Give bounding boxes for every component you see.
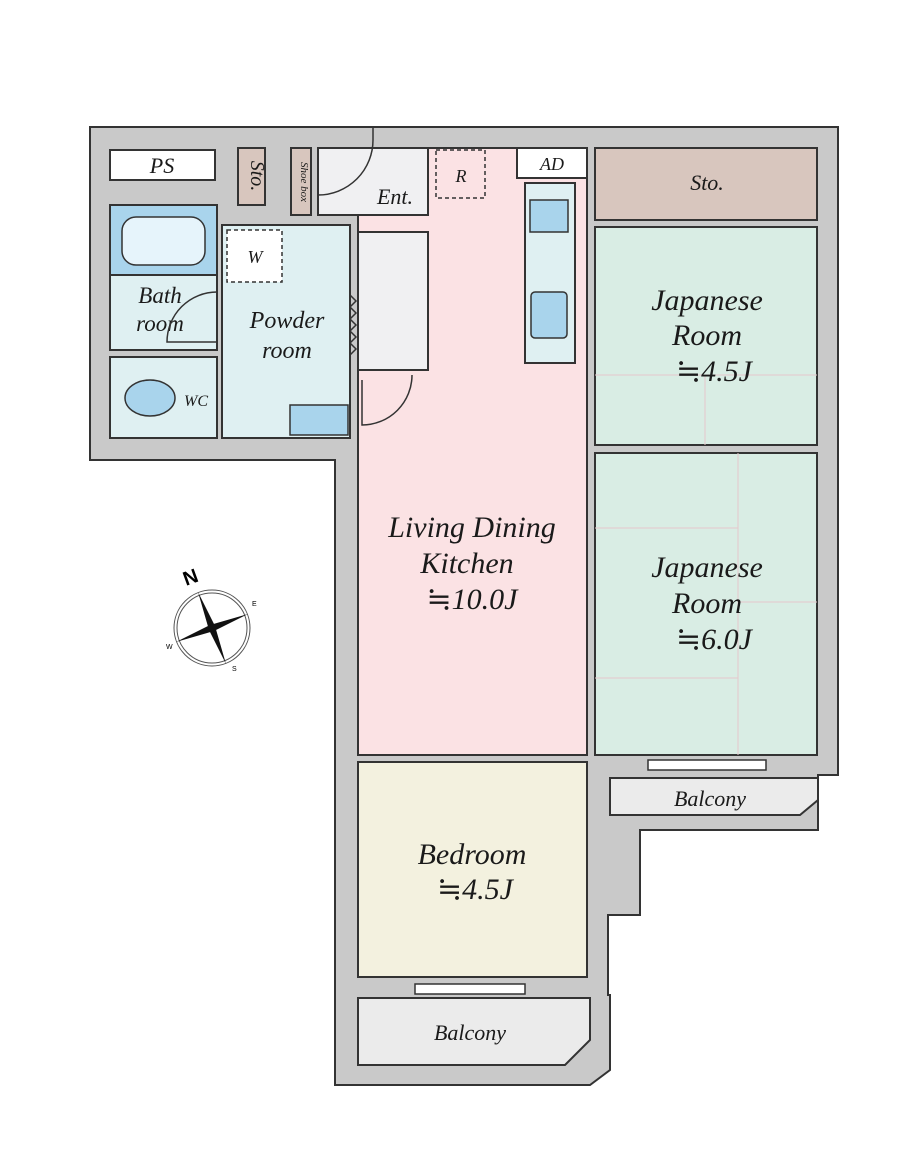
kitchen-sink-icon: [530, 291, 568, 339]
shoe-box: [290, 147, 312, 216]
window-sliding: [647, 759, 767, 771]
ldk-door[interactable]: [361, 374, 413, 426]
ad-space: [516, 147, 588, 179]
compass-icon: N E S W: [166, 565, 257, 673]
japanese-room-6-0: [594, 452, 818, 756]
corridor: [357, 231, 429, 371]
sink-icon: [289, 404, 349, 436]
wc-label: WC: [184, 393, 208, 410]
refrigerator-space: [435, 149, 486, 199]
ad-label: AD: [539, 154, 564, 174]
japanese-room-1-size: ≒4.5J: [676, 355, 754, 388]
compass-w: W: [166, 644, 173, 651]
japanese-room-2-label-2: Room: [671, 587, 742, 620]
toilet-icon: [124, 379, 176, 417]
powder-label-2: room: [262, 338, 312, 364]
bath-label-1: Bath: [138, 283, 181, 308]
bath-label-2: room: [136, 311, 184, 336]
entrance-label: Ent.: [376, 184, 413, 209]
balcony-right-label: Balcony: [674, 786, 746, 811]
japanese-room-4-5: [594, 226, 818, 446]
bedroom-label: Bedroom: [418, 838, 527, 871]
compass-n: N: [180, 565, 201, 591]
bath-door[interactable]: [166, 291, 218, 343]
stove-icon: [529, 199, 569, 233]
refrigerator-label: R: [455, 166, 467, 186]
ldk-label-2: Kitchen: [419, 547, 513, 580]
ps-room: [109, 149, 216, 181]
storage-large-label: Sto.: [690, 170, 724, 195]
ldk-label-1: Living Dining: [387, 511, 556, 544]
ps-label: PS: [149, 153, 174, 178]
storage-small: [237, 147, 266, 206]
bedroom-size: ≒4.5J: [437, 873, 515, 906]
bathtub-basin: [121, 216, 206, 266]
washer-space: [226, 229, 283, 283]
washer-label: W: [248, 247, 265, 267]
compass-s: S: [232, 666, 237, 673]
japanese-room-1-label-2: Room: [671, 319, 742, 352]
balcony-bottom: [357, 997, 591, 1066]
japanese-room-2-size: ≒6.0J: [676, 623, 754, 656]
entrance: [317, 147, 429, 216]
japanese-room-1-label-1: Japanese: [651, 284, 763, 317]
balcony-right: [609, 777, 819, 816]
ldk-size: ≒10.0J: [427, 583, 520, 616]
balcony-bottom-label: Balcony: [434, 1020, 506, 1045]
entrance-door[interactable]: [317, 127, 374, 196]
storage-small-label: Sto.: [246, 161, 268, 192]
bedroom-window: [414, 983, 526, 995]
compass-e: E: [252, 601, 257, 608]
powder-label-1: Powder: [249, 308, 325, 334]
bedroom: [357, 761, 588, 978]
shoe-box-label: Shoe box: [298, 162, 310, 202]
japanese-room-2-label-1: Japanese: [651, 551, 763, 584]
folding-door[interactable]: [348, 294, 358, 356]
storage-large: [594, 147, 818, 221]
